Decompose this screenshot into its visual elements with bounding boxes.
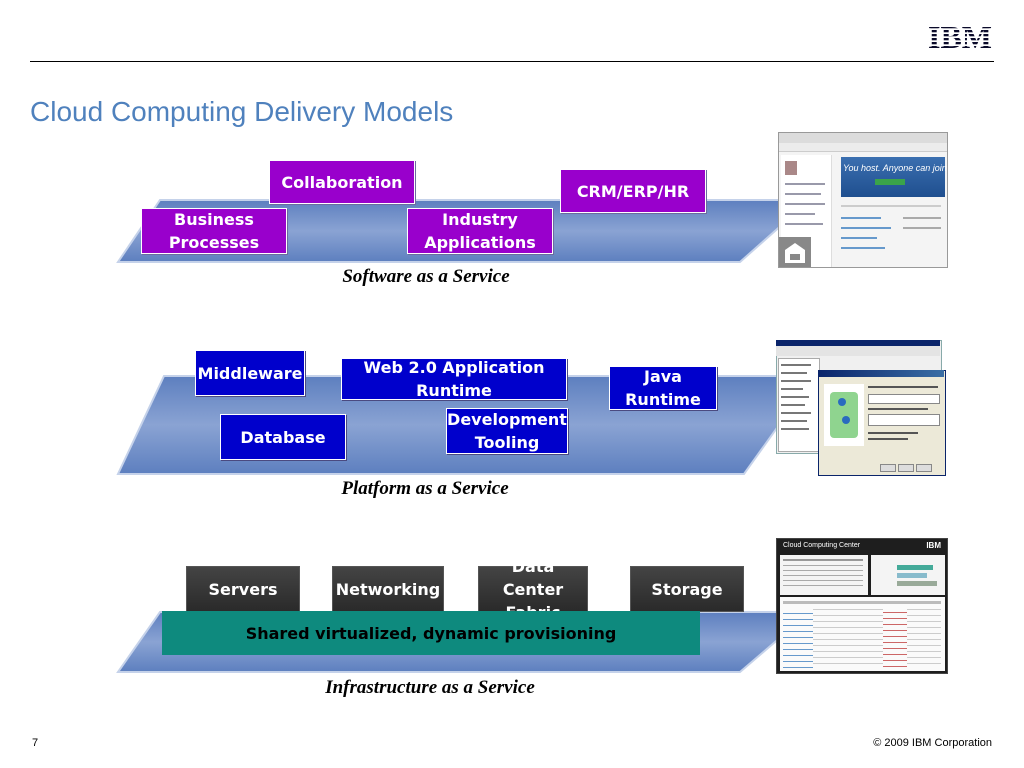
iaas-console-thumbnail: Cloud Computing Center IBM [776, 538, 948, 674]
saas-banner-text: You host. Anyone can join! [843, 163, 948, 173]
iaas-console-logo: IBM [926, 541, 941, 550]
web2-runtime-box: Web 2.0 Application Runtime [341, 358, 567, 400]
iaas-label: Infrastructure as a Service [325, 677, 535, 698]
industry-applications-box: Industry Applications [407, 208, 553, 254]
data-center-fabric-box: Data Center Fabric [478, 557, 588, 622]
database-box: Database [220, 414, 346, 460]
header-rule [30, 61, 994, 62]
java-runtime-box: Java Runtime [609, 366, 717, 410]
slide-title: Cloud Computing Delivery Models [30, 96, 454, 127]
middleware-box: Middleware [195, 350, 305, 396]
paas-label: Platform as a Service [341, 478, 509, 499]
page-number: 7 [32, 737, 39, 749]
storage-box: Storage [630, 566, 744, 612]
business-processes-box: Business Processes [141, 208, 287, 254]
saas-label: Software as a Service [342, 266, 510, 287]
collaboration-box: Collaboration [269, 160, 415, 204]
paas-ide-thumbnail [776, 340, 946, 476]
development-tooling-box: Development Tooling [446, 408, 568, 454]
shared-provisioning-bar: Shared virtualized, dynamic provisioning [162, 611, 700, 655]
copyright: © 2009 IBM Corporation [873, 737, 992, 749]
ibm-logo: IBM [928, 22, 992, 52]
saas-screenshot-thumbnail: You host. Anyone can join! [778, 132, 948, 268]
crm-erp-hr-box: CRM/ERP/HR [560, 169, 706, 213]
app-icon [779, 237, 811, 267]
servers-box: Servers [186, 566, 300, 612]
ibm-logo-text: IBM [928, 22, 992, 52]
networking-box: Networking [332, 566, 444, 612]
iaas-console-title: Cloud Computing Center [783, 542, 861, 549]
